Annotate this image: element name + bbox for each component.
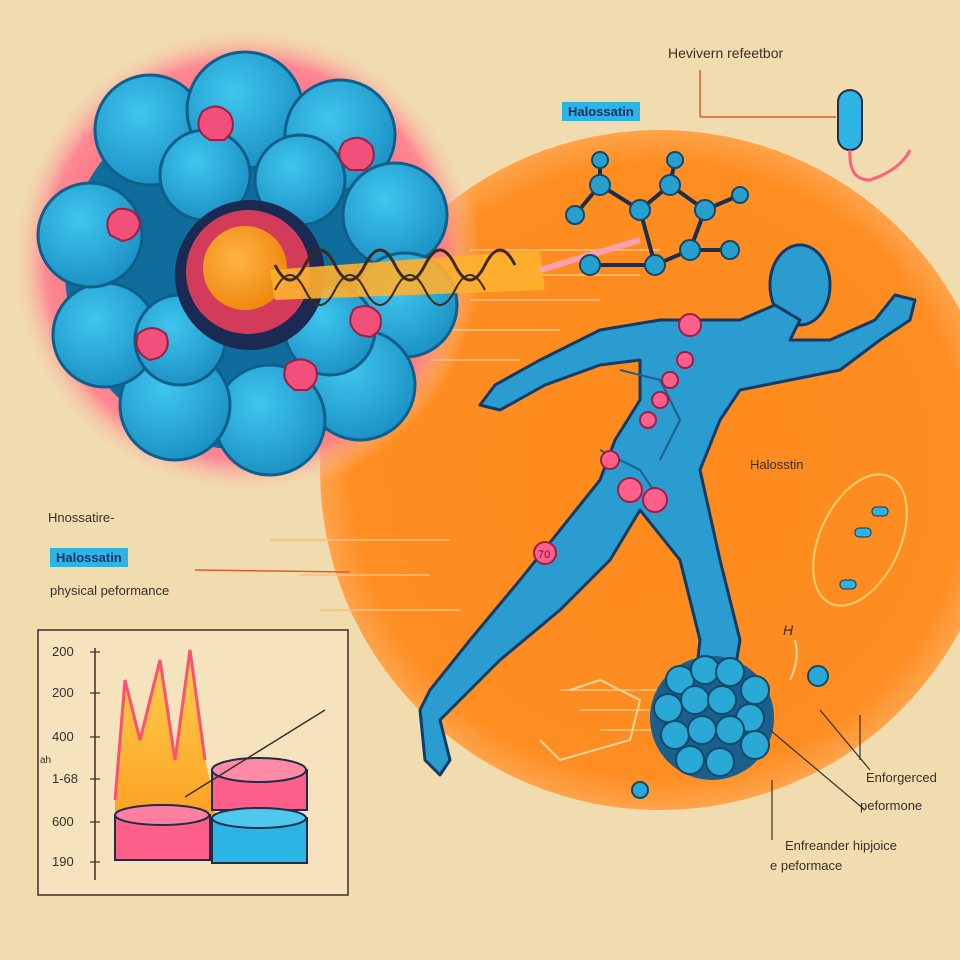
- capsule-ring: [812, 473, 908, 607]
- left-caption: physical peformance: [50, 583, 170, 598]
- probe-icon: [837, 89, 912, 182]
- chart-tick-1: 200: [52, 644, 74, 659]
- left-heading: Hnossatire-: [48, 510, 115, 525]
- performance-chart: [37, 629, 349, 896]
- chart-tick-4: 1-68: [52, 771, 79, 786]
- bottom-right-label-2a: Enfreander hipjoice: [785, 838, 898, 853]
- chart-tick-5: 600: [52, 814, 74, 829]
- bottom-right-label-1a: Enforgerced: [866, 770, 937, 785]
- receptor-icons: [106, 105, 382, 391]
- chart-tick-2: 200: [52, 685, 74, 700]
- chart-tick-3: 400: [52, 729, 74, 744]
- body-markers: [533, 313, 702, 565]
- callout-arrows: [769, 709, 871, 840]
- bottom-right-label-1b: peformone: [860, 798, 923, 813]
- running-athlete: [418, 243, 917, 777]
- molecule-structure: [565, 151, 749, 276]
- molecule-mark: H: [783, 622, 794, 638]
- top-tag: Halossatin: [562, 102, 640, 121]
- chart-side-label: ah: [40, 755, 52, 766]
- left-tag: Halossatin: [50, 548, 128, 567]
- body-marker-label: 70: [538, 549, 550, 561]
- speed-lines: [270, 249, 660, 731]
- mid-right-label: Halosstin: [750, 457, 804, 472]
- chart-tick-6: 190: [52, 854, 74, 869]
- molecule-cluster: [539, 639, 829, 799]
- top-right-label: Hevivern refeetbor: [668, 45, 784, 61]
- nucleus-core: [203, 226, 287, 310]
- bottom-right-label-2b: e peformace: [770, 858, 843, 873]
